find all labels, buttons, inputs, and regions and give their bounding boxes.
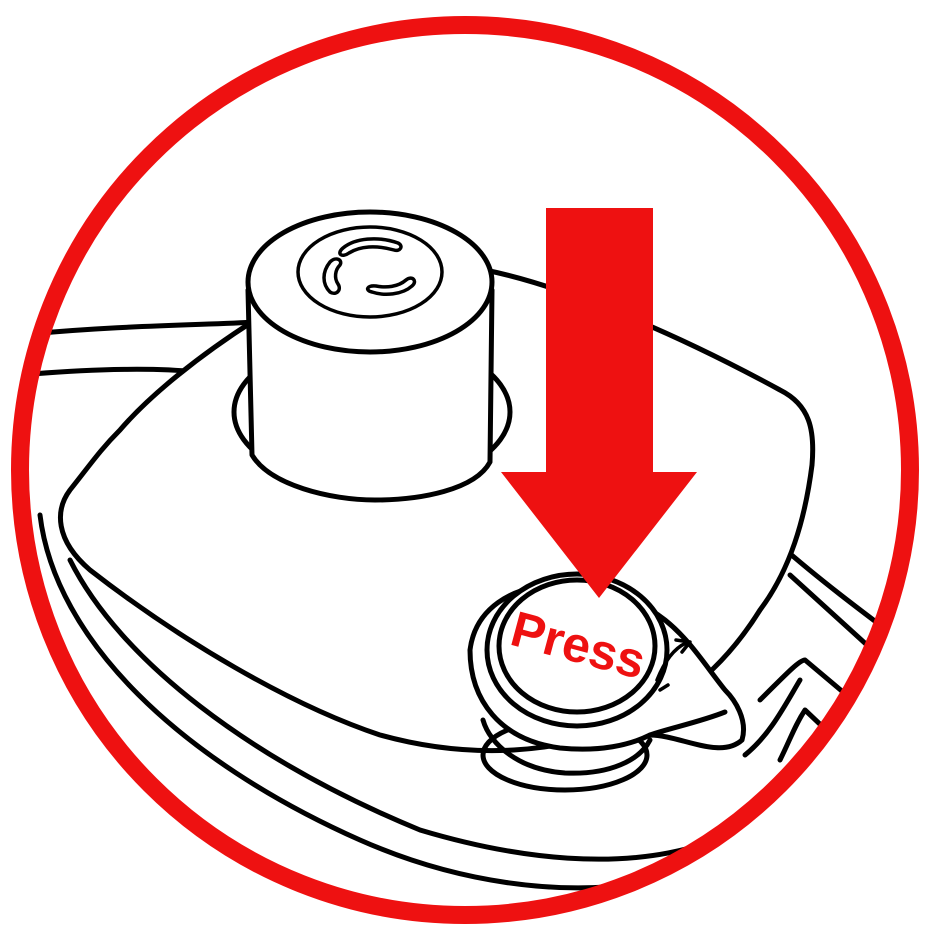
red-circle-frame (11, 16, 919, 924)
valve-knob (245, 209, 495, 503)
down-arrow-icon (501, 208, 697, 598)
lid-rim-line (67, 557, 703, 862)
press-button (467, 571, 746, 793)
